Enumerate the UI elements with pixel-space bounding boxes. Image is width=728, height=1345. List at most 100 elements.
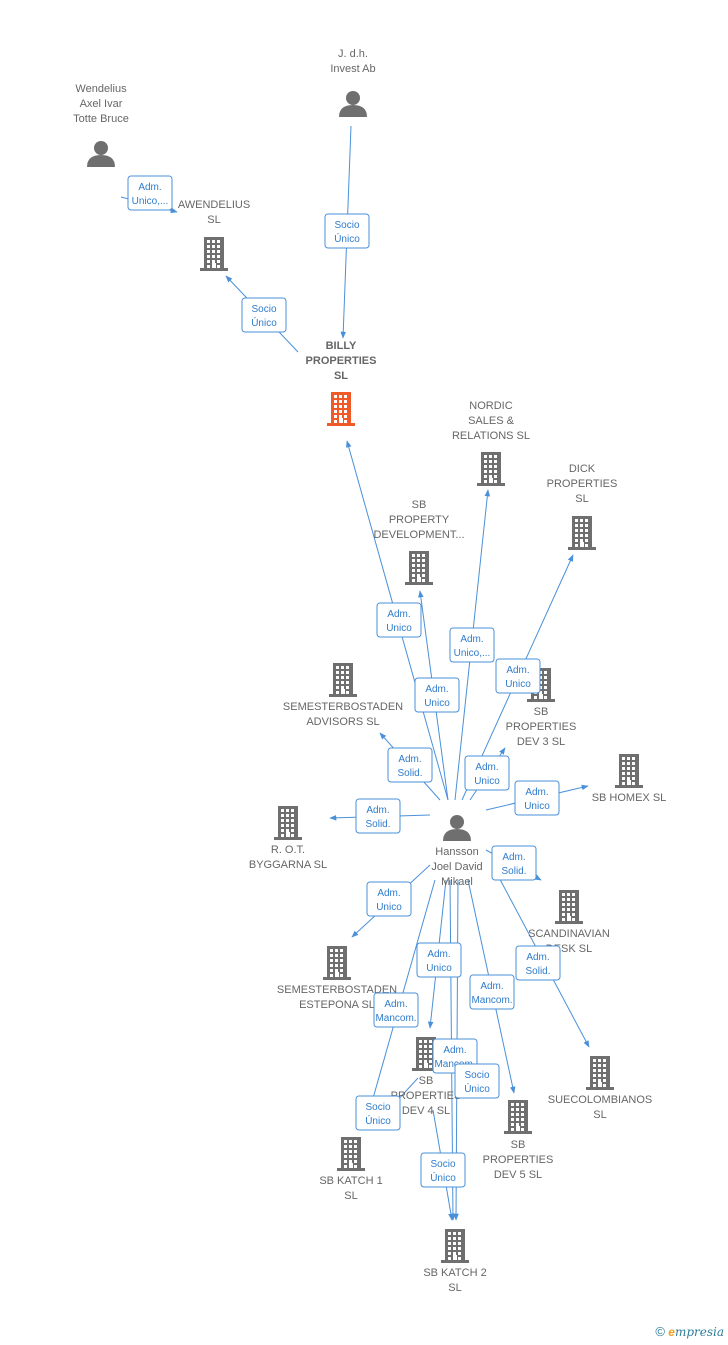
edge-label-text: Unico bbox=[386, 623, 412, 634]
edge-label[interactable]: Adm. Unico bbox=[464, 755, 510, 791]
edge-label[interactable]: Adm.Solid. bbox=[491, 845, 537, 881]
edge-label[interactable]: Adm.Mancom. bbox=[373, 992, 419, 1028]
node-label: DEV 5 SL bbox=[494, 1169, 542, 1181]
node-sbpropdev[interactable]: SBPROPERTYDEVELOPMENT... bbox=[373, 499, 465, 585]
edge-label[interactable]: Adm.Unico bbox=[366, 881, 412, 917]
building-icon bbox=[329, 663, 357, 697]
node-label: PROPERTIES bbox=[547, 478, 618, 490]
building-icon bbox=[405, 551, 433, 585]
node-label: SL bbox=[448, 1282, 461, 1294]
node-label: PROPERTY bbox=[389, 514, 450, 526]
node-label: SCANDINAVIAN bbox=[528, 928, 610, 940]
node-label: SUECOLOMBIANOS bbox=[548, 1094, 653, 1106]
building-icon bbox=[412, 1037, 440, 1071]
edge-label[interactable]: Adm.Unico,... bbox=[449, 627, 495, 663]
node-label: J. d.h. bbox=[338, 48, 368, 60]
edge-label-text: Unico bbox=[424, 698, 450, 709]
brand-logo: © empresia bbox=[655, 1324, 724, 1339]
person-icon bbox=[443, 815, 471, 841]
edge-label-text: Socio bbox=[365, 1102, 390, 1113]
node-label: RELATIONS SL bbox=[452, 430, 530, 442]
edge-label[interactable]: Adm.Solid. bbox=[355, 798, 401, 834]
edge-label[interactable]: Adm.Unico bbox=[376, 602, 422, 638]
node-rot[interactable]: R. O.T. BYGGARNA SL bbox=[249, 806, 327, 871]
node-label: SB KATCH 1 bbox=[319, 1175, 382, 1187]
edge-label-text: Socio bbox=[334, 220, 359, 231]
edge-label-box bbox=[414, 677, 460, 713]
edge-label-text: Único bbox=[251, 316, 277, 329]
edge-label[interactable]: Adm. Solid. bbox=[515, 945, 561, 981]
node-dick[interactable]: DICK PROPERTIES SL bbox=[547, 463, 618, 550]
edge-label-box bbox=[241, 297, 287, 333]
node-label: SEMESTERBOSTADEN bbox=[283, 701, 403, 713]
edge-label-text: Adm. bbox=[427, 949, 450, 960]
brand-letter: e bbox=[668, 1325, 675, 1339]
edge-label-text: Adm. bbox=[480, 981, 503, 992]
edge-label-text: Unico bbox=[505, 679, 531, 690]
building-icon bbox=[200, 237, 228, 271]
node-label: SL bbox=[334, 370, 348, 382]
node-label: SL bbox=[575, 493, 588, 505]
edge-label-text: Socio bbox=[430, 1159, 455, 1170]
node-sbkatch2[interactable]: SB KATCH 2 SL bbox=[423, 1229, 487, 1294]
edge-label-text: Socio bbox=[464, 1070, 489, 1081]
node-jdh[interactable]: J. d.h. Invest Ab bbox=[330, 48, 376, 117]
edge-label[interactable]: Adm. Mancom. bbox=[469, 974, 515, 1010]
edge-label[interactable]: Adm.Unico bbox=[414, 677, 460, 713]
edge-label[interactable]: Adm.Unico bbox=[416, 942, 462, 978]
edge-label-box bbox=[464, 755, 510, 791]
node-sbkatch1[interactable]: SB KATCH 1SL bbox=[319, 1137, 383, 1202]
node-label: SEMESTERBOSTADEN bbox=[277, 984, 397, 996]
node-label: BYGGARNA SL bbox=[249, 859, 327, 871]
building-icon bbox=[477, 452, 505, 486]
edge-label[interactable]: Adm.Unico,... bbox=[127, 175, 173, 211]
edge-label[interactable]: Adm.Unico bbox=[514, 780, 560, 816]
edge-label-box bbox=[376, 602, 422, 638]
edge-label-text: Unico,... bbox=[454, 648, 491, 659]
edge-label-text: Unico bbox=[474, 776, 500, 787]
edge-label-box bbox=[491, 845, 537, 881]
edge-label-text: Solid. bbox=[365, 819, 390, 830]
node-label: Mikael bbox=[441, 876, 473, 888]
node-sbhomex[interactable]: SB HOMEX SL bbox=[592, 754, 667, 804]
node-label: SALES & bbox=[468, 415, 515, 427]
node-suecol[interactable]: SUECOLOMBIANOS SL bbox=[548, 1056, 653, 1121]
edge-labels-layer: SocioÚnicoAdm.Unico,...SocioÚnicoAdm.Uni… bbox=[127, 175, 561, 1188]
node-label: SL bbox=[593, 1109, 606, 1121]
node-label: R. O.T. bbox=[271, 844, 305, 856]
node-label: Invest Ab bbox=[330, 63, 375, 75]
edge-label-box bbox=[454, 1063, 500, 1099]
edge-label-text: Único bbox=[365, 1114, 391, 1127]
building-icon bbox=[441, 1229, 469, 1263]
node-label: DICK bbox=[569, 463, 596, 475]
building-icon bbox=[323, 946, 351, 980]
node-label: BILLY bbox=[326, 340, 357, 352]
edge-label[interactable]: Adm.Unico bbox=[495, 658, 541, 694]
edge-label-text: Adm. bbox=[526, 952, 549, 963]
edge-label-text: Solid. bbox=[525, 966, 550, 977]
edge-label-box bbox=[495, 658, 541, 694]
edge-label-text: Adm. bbox=[138, 182, 161, 193]
person-icon bbox=[339, 91, 367, 117]
edge-label-text: Mancom. bbox=[471, 995, 512, 1006]
node-label: SB KATCH 2 bbox=[423, 1267, 486, 1279]
edge-label-text: Adm. bbox=[475, 762, 498, 773]
edge-label[interactable]: Adm.Solid. bbox=[387, 747, 433, 783]
node-label: SB bbox=[419, 1075, 434, 1087]
